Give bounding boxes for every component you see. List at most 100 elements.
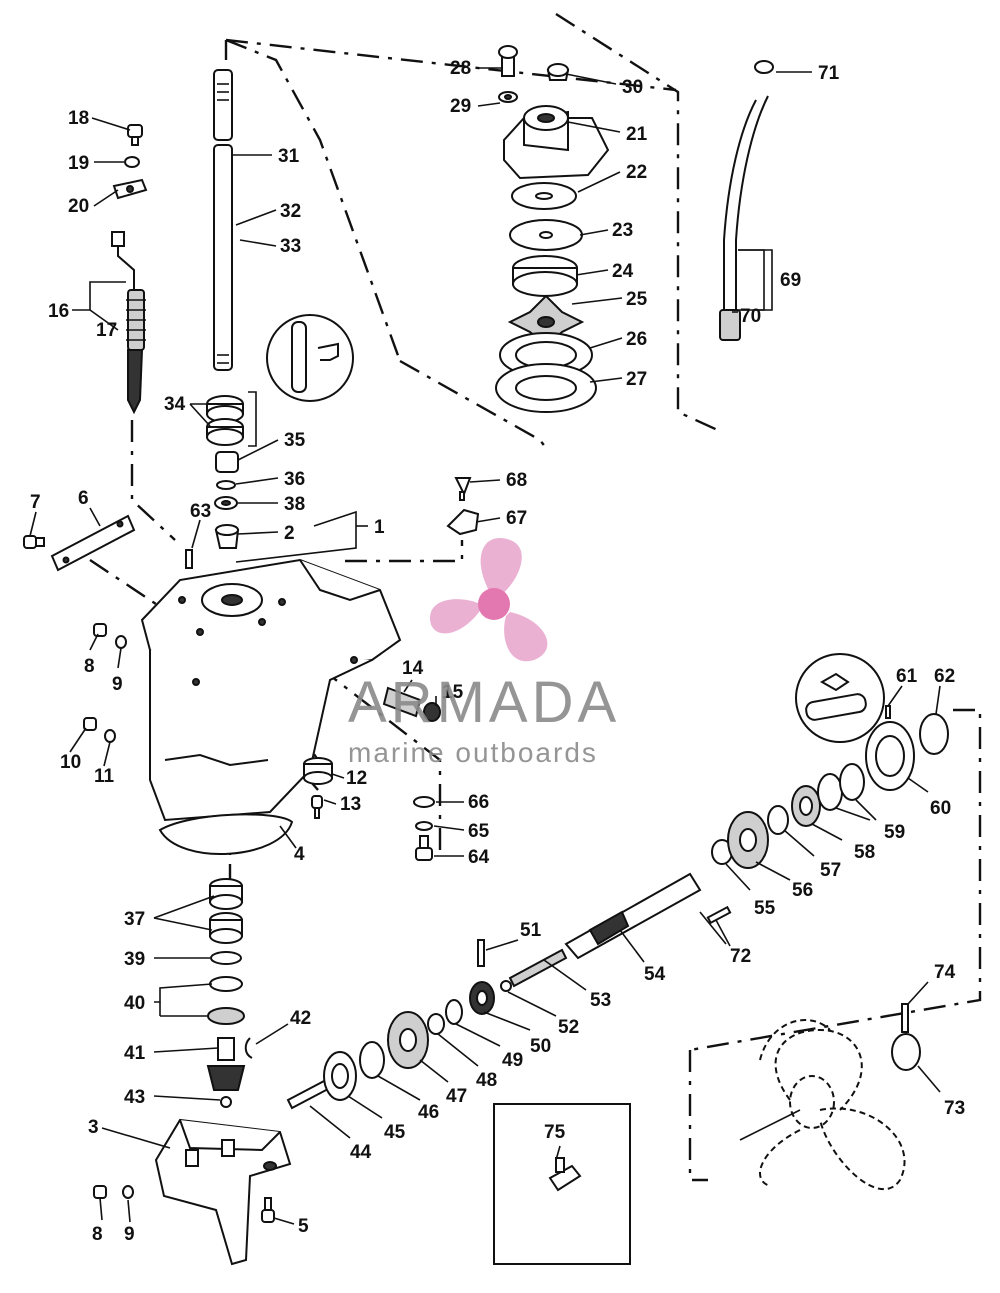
label-52: 52: [558, 1017, 579, 1038]
label-19: 19: [68, 153, 89, 174]
label-58: 58: [854, 842, 875, 863]
label-22: 22: [626, 162, 647, 183]
label-45: 45: [384, 1122, 406, 1143]
label-33: 33: [280, 236, 301, 257]
label-68: 68: [506, 470, 527, 491]
label-62: 62: [934, 666, 955, 687]
label-44: 44: [350, 1142, 372, 1163]
label-74: 74: [934, 962, 956, 983]
label-67: 67: [506, 508, 527, 529]
label-60: 60: [930, 798, 951, 819]
brand-name: ARMADA: [348, 670, 620, 735]
label-37: 37: [124, 909, 145, 930]
label-12: 12: [346, 768, 367, 789]
label-29: 29: [450, 96, 471, 117]
label-35: 35: [284, 430, 306, 451]
upper-bearings: [206, 314, 354, 447]
label-21: 21: [626, 124, 648, 145]
label-39: 39: [124, 949, 145, 970]
label-43: 43: [124, 1087, 145, 1108]
label-57: 57: [820, 860, 841, 881]
label-23: 23: [612, 220, 633, 241]
label-20: 20: [68, 196, 89, 217]
label-14: 14: [402, 658, 424, 679]
label-34: 34: [164, 394, 186, 415]
shift-rod-fasteners: [112, 124, 148, 200]
label-31: 31: [278, 146, 300, 167]
label-42: 42: [290, 1008, 311, 1029]
propeller: [739, 1003, 921, 1191]
inset-box: [493, 1103, 631, 1265]
label-17: 17: [96, 320, 117, 341]
label-59: 59: [884, 822, 905, 843]
housing-screws: [83, 623, 127, 743]
label-16: 16: [48, 301, 69, 322]
drive-shaft: [213, 69, 233, 371]
label-13: 13: [340, 794, 361, 815]
label-73: 73: [944, 1098, 965, 1119]
label-46: 46: [418, 1102, 439, 1123]
label-53: 53: [590, 990, 611, 1011]
label-18: 18: [68, 108, 89, 129]
label-24: 24: [612, 261, 634, 282]
label-71: 71: [818, 63, 840, 84]
label-6: 6: [78, 488, 89, 509]
label-30: 30: [622, 77, 643, 98]
label-11: 11: [94, 766, 115, 787]
label-51: 51: [520, 920, 542, 941]
brand-tagline: marine outboards: [348, 737, 598, 768]
drive-shaft-seals: [214, 451, 240, 549]
label-41: 41: [124, 1043, 146, 1064]
label-9b: 9: [124, 1224, 135, 1245]
label-54: 54: [644, 964, 666, 985]
label-49: 49: [502, 1050, 523, 1071]
label-50: 50: [530, 1036, 551, 1057]
label-36: 36: [284, 469, 305, 490]
label-72: 72: [730, 946, 751, 967]
label-4: 4: [294, 844, 305, 865]
label-63: 63: [190, 501, 211, 522]
label-65: 65: [468, 821, 490, 842]
label-1: 1: [374, 517, 385, 538]
label-69: 69: [780, 270, 801, 291]
label-3: 3: [88, 1117, 99, 1138]
brand-watermark: ARMADA marine outboards: [348, 538, 620, 768]
water-pump: [495, 45, 610, 413]
label-32: 32: [280, 201, 301, 222]
label-47: 47: [446, 1086, 467, 1107]
label-61: 61: [896, 666, 918, 687]
pinion-stack: [206, 878, 253, 1108]
label-8a: 8: [84, 656, 95, 677]
label-25: 25: [626, 289, 648, 310]
label-48: 48: [476, 1070, 497, 1091]
label-7: 7: [30, 492, 41, 513]
cover-fasteners: [413, 477, 480, 861]
label-5: 5: [298, 1216, 309, 1237]
label-15: 15: [442, 682, 464, 703]
part-number-labels: 28 29 30 21 22 23 24 25 26 27 71 69 70 3…: [30, 58, 965, 1245]
label-27: 27: [626, 369, 647, 390]
label-28: 28: [450, 58, 471, 79]
label-70: 70: [740, 306, 761, 327]
gear-housing: [140, 558, 402, 855]
propeller-logo: [430, 538, 548, 662]
lower-gear-case: [93, 1118, 292, 1266]
label-38: 38: [284, 494, 305, 515]
label-55: 55: [754, 898, 776, 919]
label-2: 2: [284, 523, 295, 544]
label-66: 66: [468, 792, 489, 813]
water-tube: [719, 60, 774, 341]
label-10: 10: [60, 752, 81, 773]
label-9a: 9: [112, 674, 123, 695]
label-75: 75: [544, 1122, 566, 1143]
housing-inserts: [303, 686, 441, 819]
label-56: 56: [792, 880, 813, 901]
label-26: 26: [626, 329, 647, 350]
propeller-shaft-assembly: [286, 653, 949, 1110]
label-40: 40: [124, 993, 145, 1014]
trim-plate: [23, 514, 136, 572]
label-8b: 8: [92, 1224, 103, 1245]
label-64: 64: [468, 847, 490, 868]
